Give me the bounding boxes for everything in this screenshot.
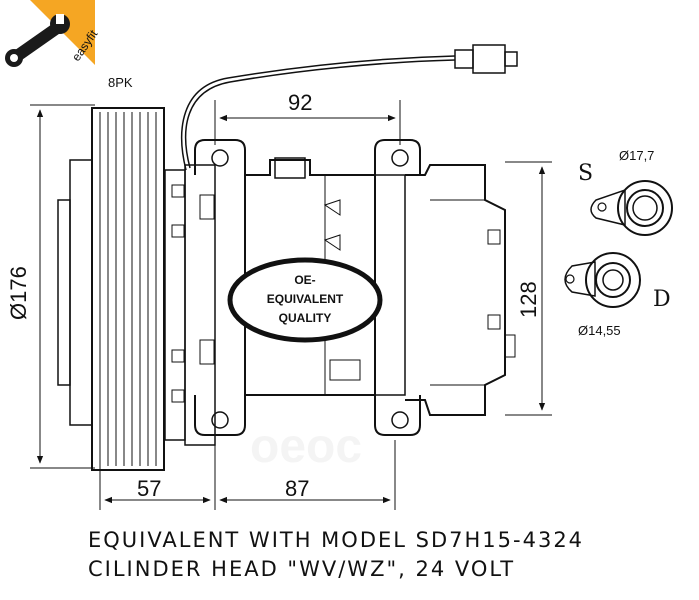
pulley (57, 107, 165, 471)
top-width-label: 92 (288, 90, 312, 115)
discharge-diameter: Ø14,55 (578, 323, 621, 338)
pulley-offset-label: 57 (137, 476, 161, 501)
top-width-dimension: 92 (214, 90, 401, 145)
pulley-diameter-dimension: Ø176 (6, 104, 95, 469)
easyfit-logo: easyfit (5, 0, 101, 67)
watermark-logo: oeoc (248, 418, 378, 473)
watermark-text: oeoc (250, 420, 362, 472)
body-length-label: 87 (285, 476, 309, 501)
stamp-line-3: QUALITY (279, 311, 332, 325)
electrical-connector (180, 44, 518, 171)
discharge-port: D Ø14,55 (564, 252, 671, 338)
oe-equivalent-stamp: OE- EQUIVALENT QUALITY (227, 257, 383, 343)
discharge-letter: D (653, 287, 671, 312)
pulley-grooves (99, 112, 157, 466)
suction-diameter: Ø17,7 (619, 148, 654, 163)
belt-label: 8PK (108, 75, 133, 90)
stamp-line-1: OE- (294, 273, 315, 287)
footer-model-line: EQUIVALENT WITH MODEL SD7H15-4324 (88, 528, 585, 552)
pulley-diameter-label: Ø176 (6, 266, 31, 320)
stamp-line-2: EQUIVALENT (267, 292, 344, 306)
bottom-dimensions: 57 87 (99, 440, 396, 510)
footer-cylinder-line: CILINDER HEAD "WV/WZ", 24 VOLT (88, 557, 516, 581)
height-dimension: 128 (505, 161, 552, 416)
suction-port: S Ø17,7 (578, 148, 673, 236)
wrench-icon (5, 14, 70, 67)
suction-letter: S (578, 161, 593, 186)
height-label: 128 (516, 281, 541, 318)
